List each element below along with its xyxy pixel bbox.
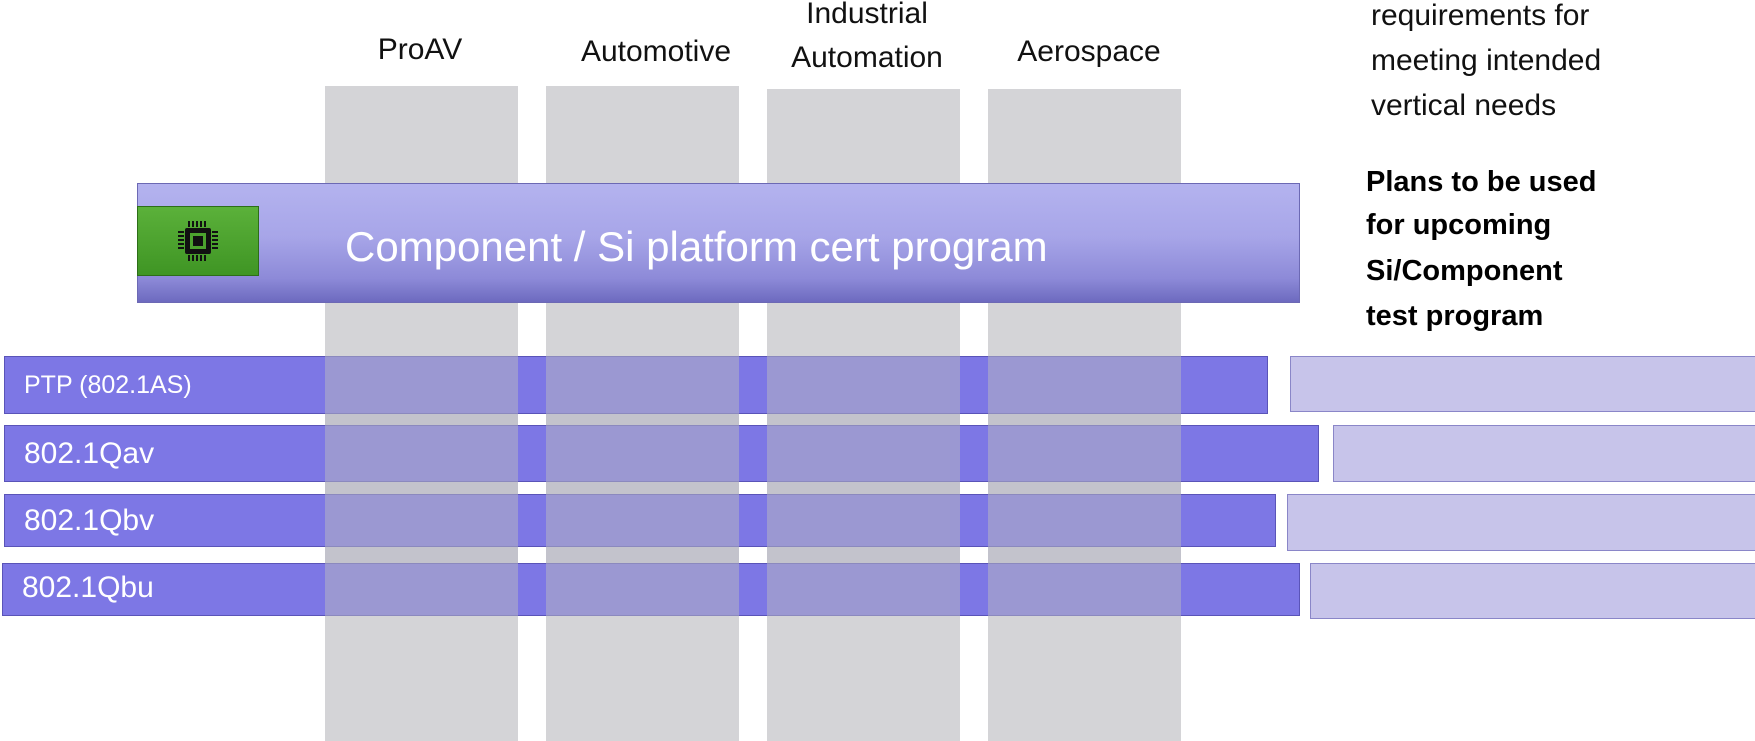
plan-line-3: Si/Component <box>1366 255 1563 287</box>
bar-label-qbu: 802.1Qbu <box>22 571 154 604</box>
column-overlay-proav <box>325 356 518 616</box>
column-label-industrial: Industrial <box>806 0 928 30</box>
bar-label-qav: 802.1Qav <box>24 437 155 470</box>
cert-program-banner <box>137 183 1300 303</box>
column-label-automotive: Automotive <box>580 35 732 68</box>
note-line-3: vertical needs <box>1371 89 1557 122</box>
column-label-automation: Automation <box>791 41 943 74</box>
bar-qbv-extension <box>1287 494 1755 551</box>
column-label-proav: ProAV <box>377 33 463 66</box>
cert-program-title: Component / Si platform cert program <box>345 223 1048 270</box>
chip-icon <box>137 206 259 276</box>
column-overlay-industrial-automation <box>767 356 960 616</box>
column-overlay-aerospace <box>988 356 1181 616</box>
note-line-1: requirements for <box>1371 0 1590 32</box>
note-line-2: meeting intended <box>1371 44 1602 77</box>
plan-line-4: test program <box>1366 300 1544 332</box>
plan-line-2: for upcoming <box>1366 209 1552 241</box>
column-label-aerospace: Aerospace <box>1017 35 1161 68</box>
plan-line-1: Plans to be used <box>1366 166 1597 198</box>
bar-qav-extension <box>1333 425 1755 482</box>
bar-ptp-extension <box>1290 356 1755 412</box>
column-overlay-automotive <box>546 356 739 616</box>
bar-qbu-extension <box>1310 563 1755 619</box>
bar-label-ptp: PTP (802.1AS) <box>24 371 192 399</box>
bar-label-qbv: 802.1Qbv <box>24 504 155 537</box>
